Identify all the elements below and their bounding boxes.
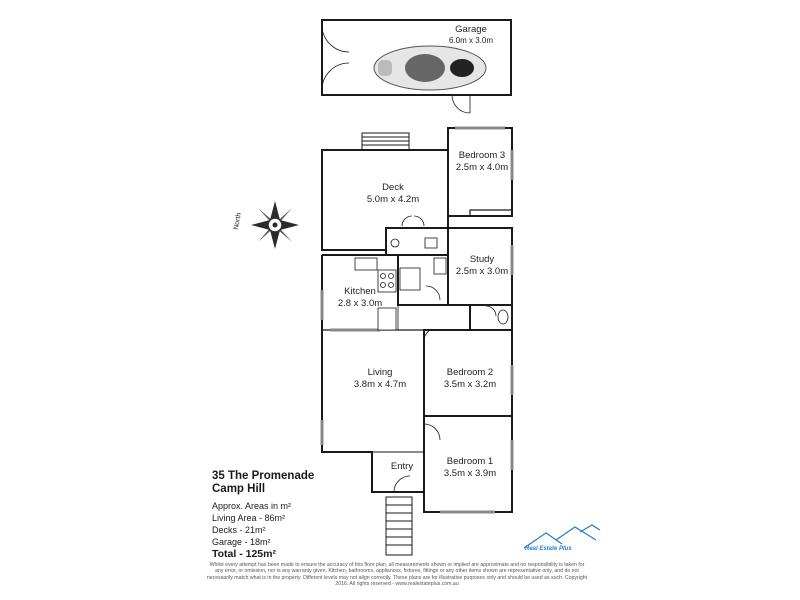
address-line1: 35 The Promenade <box>212 470 315 482</box>
living-label: Living 3.8m x 4.7m <box>340 367 420 391</box>
bedroom1-label: Bedroom 1 3.5m x 3.9m <box>430 456 510 480</box>
kitchen-dims: 2.8 x 3.0m <box>337 298 383 309</box>
bathroom-outline <box>397 254 449 306</box>
bedroom2-dims: 3.5m x 3.2m <box>443 379 497 390</box>
study-name: Study <box>469 254 495 265</box>
bedroom3-name: Bedroom 3 <box>458 150 506 161</box>
north-text: North <box>232 212 243 231</box>
laundry-outline <box>385 227 449 256</box>
address-line2: Camp Hill <box>212 483 266 495</box>
garage-outline <box>321 19 512 96</box>
garage-label: Garage 6.0m x 3.0m <box>430 24 512 45</box>
property-info: 35 The Promenade Camp Hill Approx. Areas… <box>212 470 412 561</box>
living-name: Living <box>367 367 393 378</box>
areas-heading: Approx. Areas in m² <box>212 501 292 511</box>
total-area-text: Total - 125m² <box>212 548 276 560</box>
garage-area-text: Garage - 18m² <box>212 537 271 547</box>
entry-name: Entry <box>390 461 414 472</box>
bedroom2-label: Bedroom 2 3.5m x 3.2m <box>430 367 510 391</box>
bedroom2-name: Bedroom 2 <box>446 367 494 378</box>
deck-outline <box>321 149 449 251</box>
garage-name: Garage <box>455 24 487 35</box>
bedroom1-dims: 3.5m x 3.9m <box>443 468 497 479</box>
study-dims: 2.5m x 3.0m <box>455 266 509 277</box>
living-area-text: Living Area - 86m² <box>212 513 286 523</box>
car-icon <box>373 45 487 91</box>
garage-doors <box>321 24 471 114</box>
disclaimer-text: Whilst every attempt has been made to en… <box>206 562 588 588</box>
kitchen-name: Kitchen <box>344 286 376 297</box>
compass-rose-icon <box>251 201 299 249</box>
kitchen-fixtures <box>354 257 399 331</box>
windows <box>320 126 514 514</box>
door-swings <box>393 215 497 493</box>
logo-icon <box>523 524 601 549</box>
kitchen-label: Kitchen 2.8 x 3.0m <box>326 286 394 310</box>
deck-name: Deck <box>382 182 404 193</box>
deck-dims: 5.0m x 4.2m <box>366 194 420 205</box>
logo-text: Real Estate Plus <box>525 546 572 552</box>
living-dims: 3.8m x 4.7m <box>353 379 407 390</box>
deck-label: Deck 5.0m x 4.2m <box>348 182 438 206</box>
bedroom3-label: Bedroom 3 2.5m x 4.0m <box>448 150 516 174</box>
deck-stairs <box>361 132 410 151</box>
bathroom-fixtures <box>390 237 509 325</box>
entry-label: Entry <box>380 461 424 473</box>
garage-dims: 6.0m x 3.0m <box>448 36 493 45</box>
decks-area-text: Decks - 21m² <box>212 525 266 535</box>
entry-stairs <box>385 496 413 556</box>
wc-outline <box>469 304 513 331</box>
bedroom3-dims: 2.5m x 4.0m <box>455 162 509 173</box>
study-label: Study 2.5m x 3.0m <box>448 254 516 278</box>
bedroom3-wardrobe <box>469 209 512 216</box>
bedroom1-name: Bedroom 1 <box>446 456 494 467</box>
